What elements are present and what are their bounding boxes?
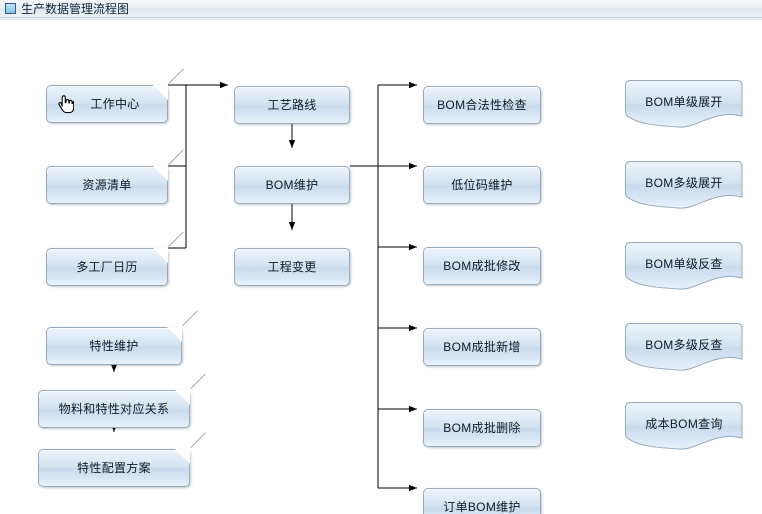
node-label: BOM合法性检查 xyxy=(437,98,527,112)
page-title: 生产数据管理流程图 xyxy=(21,1,130,16)
node-label: BOM单级反查 xyxy=(645,257,723,271)
node-bom-batch-delete[interactable]: BOM成批删除 xyxy=(423,409,541,447)
folded-corner-icon xyxy=(153,85,168,100)
node-label: 特性配置方案 xyxy=(77,461,151,475)
window-square-icon xyxy=(5,3,16,14)
node-low-level-code[interactable]: 低位码维护 xyxy=(423,166,541,204)
node-bom-single-expand[interactable]: BOM单级展开 xyxy=(625,80,743,130)
node-char-config-plan[interactable]: 特性配置方案 xyxy=(38,449,190,487)
node-bom-batch-modify[interactable]: BOM成批修改 xyxy=(423,247,541,285)
folded-corner-icon xyxy=(175,449,190,464)
node-label: BOM成批新增 xyxy=(443,340,521,354)
node-bom-single-trace[interactable]: BOM单级反查 xyxy=(625,242,743,292)
node-label: BOM多级展开 xyxy=(645,176,723,190)
node-label: BOM成批修改 xyxy=(443,259,521,273)
node-order-bom-maintain[interactable]: 订单BOM维护 xyxy=(423,488,541,514)
node-bom-batch-add[interactable]: BOM成批新增 xyxy=(423,328,541,366)
node-bom-multi-expand[interactable]: BOM多级展开 xyxy=(625,161,743,211)
node-label: 成本BOM查询 xyxy=(645,417,723,431)
node-cost-bom-query[interactable]: 成本BOM查询 xyxy=(625,402,743,452)
node-material-char-rel[interactable]: 物料和特性对应关系 xyxy=(38,390,190,428)
node-multi-plant-cal[interactable]: 多工厂日历 xyxy=(46,248,168,286)
node-label: BOM多级反查 xyxy=(645,338,723,352)
node-work-center[interactable]: 工作中心 xyxy=(46,85,168,123)
window-title-bar: 生产数据管理流程图 xyxy=(0,0,762,18)
folded-corner-icon xyxy=(167,327,182,342)
node-label: BOM单级展开 xyxy=(645,95,723,109)
node-label: 订单BOM维护 xyxy=(443,500,521,514)
hand-pointer-cursor-icon xyxy=(57,94,75,114)
node-label: 多工厂日历 xyxy=(76,260,138,274)
node-bom-legality-check[interactable]: BOM合法性检查 xyxy=(423,86,541,124)
node-engineering-change[interactable]: 工程变更 xyxy=(234,248,350,286)
node-label: BOM维护 xyxy=(265,178,319,192)
node-bom-maintain[interactable]: BOM维护 xyxy=(234,166,350,204)
folded-corner-icon xyxy=(153,166,168,181)
node-resource-list[interactable]: 资源清单 xyxy=(46,166,168,204)
node-label: 特性维护 xyxy=(89,339,139,353)
diagram-canvas: 工作中心资源清单多工厂日历 工艺路线 BOM维护工程变更 BOM合法性检查低位码维护 B… xyxy=(0,19,762,514)
node-label: BOM成批删除 xyxy=(443,421,521,435)
node-process-route[interactable]: 工艺路线 xyxy=(234,86,350,124)
node-label: 工作中心 xyxy=(90,97,140,111)
node-label: 资源清单 xyxy=(82,178,132,192)
node-char-maintain[interactable]: 特性维护 xyxy=(46,327,182,365)
folded-corner-icon xyxy=(153,248,168,263)
node-label: 低位码维护 xyxy=(451,178,513,192)
node-label: 物料和特性对应关系 xyxy=(58,402,170,416)
folded-corner-icon xyxy=(175,390,190,405)
node-label: 工艺路线 xyxy=(267,98,317,112)
node-bom-multi-trace[interactable]: BOM多级反查 xyxy=(625,323,743,373)
node-label: 工程变更 xyxy=(267,260,317,274)
